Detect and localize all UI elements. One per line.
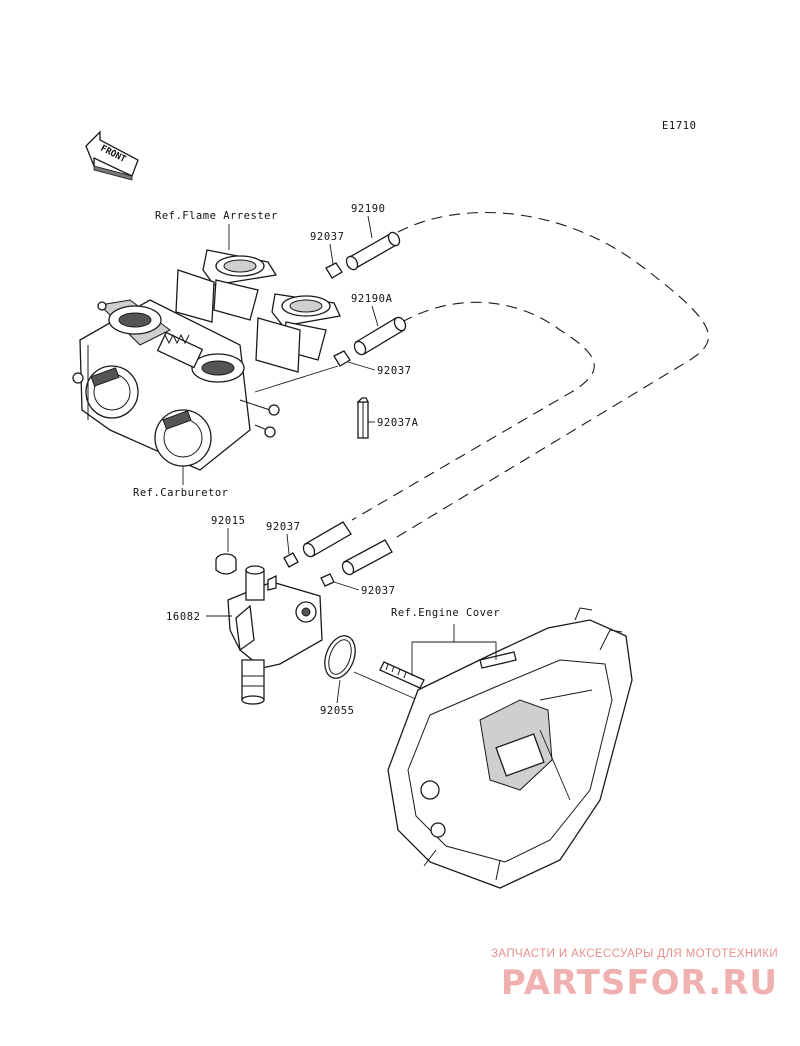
label-92037-lower-b: 92037 [361, 585, 396, 597]
engine-cover [379, 607, 633, 889]
hose-92037a [356, 397, 370, 439]
label-92015: 92015 [211, 515, 246, 527]
clamp-92037-lower-b [320, 573, 335, 587]
carburetor-assembly [72, 299, 339, 471]
flame-arrester [175, 249, 341, 373]
label-92190a: 92190A [351, 293, 393, 305]
label-92190: 92190 [351, 203, 386, 215]
hose-lower-lower [341, 539, 393, 576]
valve-body-16082 [227, 565, 323, 705]
hose-92190a [353, 316, 407, 356]
label-92055: 92055 [320, 705, 355, 717]
clamp-92037-lower-a [283, 552, 299, 568]
clamp-92037-middle [333, 350, 351, 367]
hose-lower-upper [302, 521, 352, 558]
label-92037-lower-a: 92037 [266, 521, 301, 533]
ref-flame-arrester: Ref.Flame Arrester [155, 210, 278, 222]
diagram-code: E1710 [662, 120, 697, 132]
plug-92015 [215, 553, 237, 575]
watermark-tagline: ЗАПЧАСТИ И АКСЕССУАРЫ ДЛЯ МОТОТЕХНИКИ [491, 948, 778, 960]
front-arrow-icon: FRONT [85, 130, 139, 181]
ref-carburetor: Ref.Carburetor [133, 487, 229, 499]
label-16082: 16082 [166, 611, 201, 623]
label-92037a: 92037A [377, 417, 419, 429]
ref-engine-cover: Ref.Engine Cover [391, 607, 500, 619]
label-92037-middle: 92037 [377, 365, 412, 377]
o-ring-92055 [324, 635, 419, 701]
label-92037-top: 92037 [310, 231, 345, 243]
hose-92190 [345, 231, 401, 271]
clamp-92037-top [325, 262, 343, 279]
watermark-brand: PARTSFOR.RU [500, 963, 778, 1003]
hose-routing [351, 211, 710, 541]
engine-cover-bracket [411, 624, 497, 676]
